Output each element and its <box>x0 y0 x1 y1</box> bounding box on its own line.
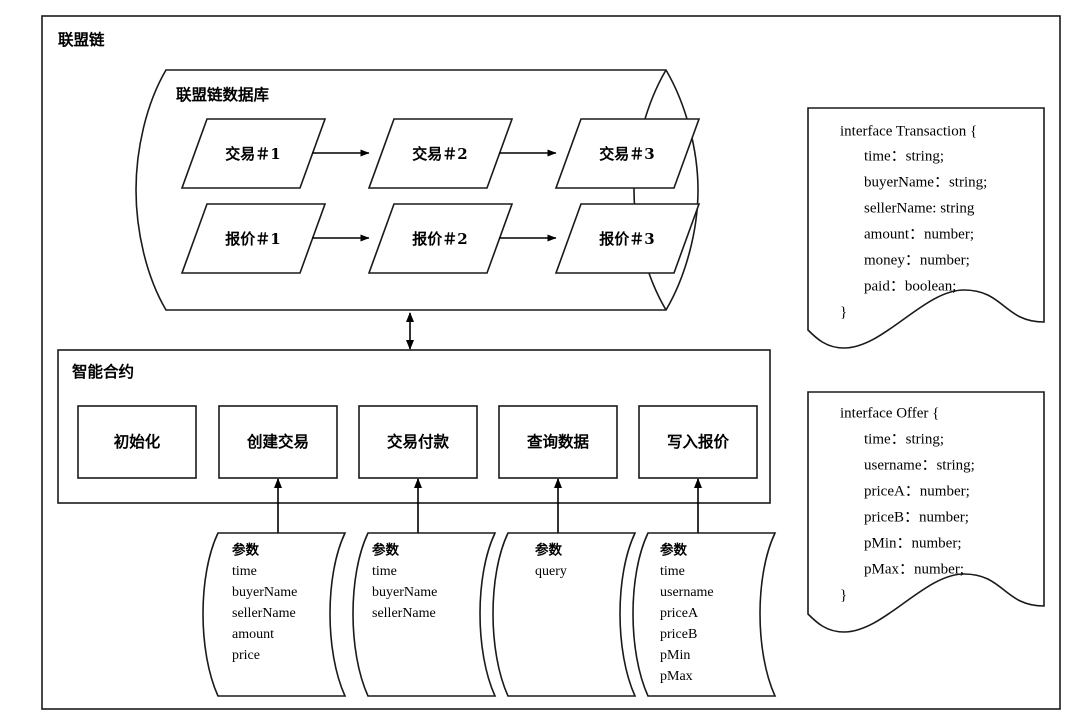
parameter-doc-pay-transaction: 参数 time buyerName sellerName <box>352 532 497 697</box>
block-transaction-2-label: 交易＃2 <box>412 145 467 163</box>
parameter-doc-query-data: 参数 query <box>492 532 637 697</box>
parameter-doc-4-field-3: priceB <box>660 627 697 642</box>
parameter-doc-4-field-4: pMin <box>660 648 690 663</box>
transaction-chain-row: 交易＃1 交易＃2 交易＃3 <box>180 118 701 189</box>
offer-chain-row: 报价＃1 报价＃2 报价＃3 <box>180 203 701 274</box>
method-label-query-data: 查询数据 <box>527 432 590 451</box>
parameter-doc-4-title: 参数 <box>660 542 688 559</box>
database-label: 联盟链数据库 <box>176 85 270 104</box>
outer-frame-label: 联盟链 <box>58 30 105 49</box>
interface-transaction-footer: } <box>840 304 847 320</box>
block-transaction-2 <box>367 118 514 189</box>
parameter-doc-2-field-1: buyerName <box>372 585 437 600</box>
interface-offer-field-1: username：string; <box>864 457 975 473</box>
method-label-create-transaction: 创建交易 <box>246 432 309 451</box>
parameter-doc-4-field-1: username <box>660 585 714 600</box>
parameter-doc-create-transaction: 参数 time buyerName sellerName amount pric… <box>202 532 347 697</box>
interface-transaction-header: interface Transaction { <box>840 123 977 139</box>
parameter-doc-4-field-2: priceA <box>660 606 699 621</box>
smart-contract-methods: 初始化 创建交易 交易付款 查询数据 写入报价 <box>77 405 758 479</box>
block-offer-3 <box>554 203 701 274</box>
interface-transaction-field-4: money：number; <box>864 252 970 268</box>
interface-transaction-field-5: paid：boolean; <box>864 278 956 294</box>
database-cylinder <box>135 69 699 311</box>
block-offer-2 <box>367 203 514 274</box>
parameter-doc-1-field-3: amount <box>232 627 274 642</box>
parameter-doc-3-title: 参数 <box>535 542 563 559</box>
parameter-doc-2-title: 参数 <box>372 542 399 559</box>
parameter-doc-4-field-5: pMax <box>660 669 693 684</box>
parameter-doc-1-title: 参数 <box>232 542 259 559</box>
interface-transaction-field-1: buyerName：string; <box>864 174 987 190</box>
interface-offer-field-2: priceA：number; <box>864 483 970 499</box>
parameter-doc-1-field-4: price <box>232 648 260 663</box>
block-offer-3-label: 报价＃3 <box>599 230 654 248</box>
parameter-doc-2-field-0: time <box>372 564 397 579</box>
block-transaction-3 <box>554 118 701 189</box>
parameter-doc-write-offer: 参数 time username priceA priceB pMin pMax <box>632 532 777 697</box>
interface-transaction-field-0: time：string; <box>864 148 944 164</box>
block-offer-2-label: 报价＃2 <box>412 230 467 248</box>
interface-transaction-field-3: amount：number; <box>864 226 974 242</box>
block-transaction-1 <box>180 118 327 189</box>
block-offer-1 <box>180 203 327 274</box>
parameter-doc-1-field-1: buyerName <box>232 585 297 600</box>
method-box-create-transaction[interactable] <box>218 405 338 479</box>
interface-transaction-field-2: sellerName: string <box>864 200 975 216</box>
method-label-write-offer: 写入报价 <box>667 432 730 451</box>
interface-offer-footer: } <box>840 587 847 603</box>
parameter-doc-4-field-0: time <box>660 564 685 579</box>
interface-offer-field-4: pMin：number; <box>864 535 962 551</box>
smart-contract-label: 智能合约 <box>72 362 134 381</box>
block-transaction-1-label: 交易＃1 <box>225 145 280 163</box>
method-box-write-offer[interactable] <box>638 405 758 479</box>
method-label-init: 初始化 <box>114 432 161 451</box>
method-box-init[interactable] <box>77 405 197 479</box>
parameter-doc-3-field-0: query <box>535 564 567 579</box>
parameter-arrows <box>274 478 702 539</box>
interface-offer-field-0: time：string; <box>864 431 944 447</box>
interface-note-offer: interface Offer { time：string; username：… <box>807 391 1045 633</box>
interface-offer-field-5: pMax：number; <box>864 561 964 577</box>
parameter-doc-1-field-0: time <box>232 564 257 579</box>
block-transaction-3-label: 交易＃3 <box>599 145 654 163</box>
parameter-doc-1-field-2: sellerName <box>232 606 296 621</box>
method-label-pay-transaction: 交易付款 <box>387 432 450 451</box>
interface-offer-field-3: priceB：number; <box>864 509 969 525</box>
interface-offer-header: interface Offer { <box>840 405 939 421</box>
block-offer-1-label: 报价＃1 <box>225 230 280 248</box>
method-box-pay-transaction[interactable] <box>358 405 478 479</box>
parameter-doc-2-field-2: sellerName <box>372 606 436 621</box>
interface-note-transaction: interface Transaction { time：string; buy… <box>807 107 1045 349</box>
